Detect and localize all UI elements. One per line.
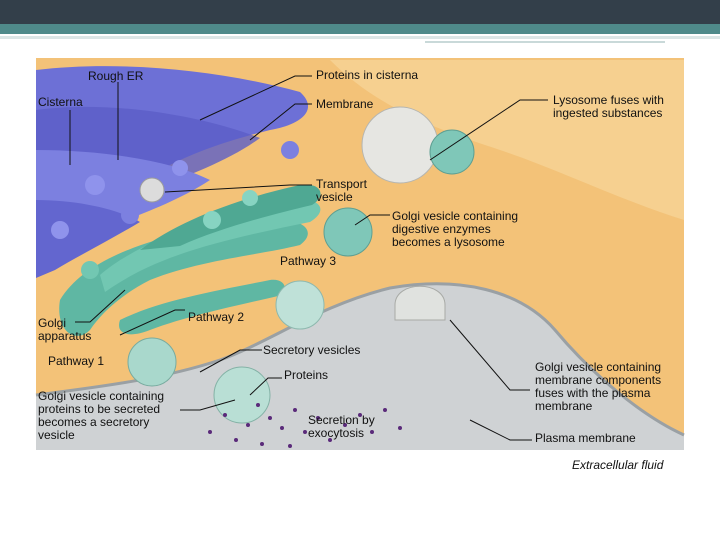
cytoplasm-highlight: [330, 60, 684, 220]
label-secretion-by-exocytosis: Secretion by exocytosis: [308, 413, 375, 440]
pathway-2-vesicles: [275, 280, 446, 330]
label-membrane: Membrane: [316, 97, 374, 111]
label-cisterna: Cisterna: [38, 95, 83, 109]
secretion-particles: [208, 403, 402, 448]
label-secretory-vesicles: Secretory vesicles: [263, 343, 361, 357]
slide-divider-line: [0, 36, 720, 39]
label-proteins: Proteins: [284, 368, 329, 382]
leader-lines: [69, 75, 548, 441]
label-rough-er: Rough ER: [88, 69, 144, 83]
transport-vesicle: [139, 177, 165, 203]
label-lysosome-fuses: Lysosome fuses with ingested substances: [553, 93, 664, 120]
label-pathway-1: Pathway 1: [48, 354, 105, 368]
label-pathway-2: Pathway 2: [188, 310, 245, 324]
rough-er: [36, 66, 309, 278]
slide-divider-line-short: [425, 41, 665, 43]
label-proteins-in-cisterna: Proteins in cisterna: [316, 68, 419, 82]
secretory-vesicles: [127, 337, 271, 424]
lysosome-vesicle: [323, 207, 373, 257]
label-golgi-vesicle-secreted: Golgi vesicle containing proteins to be …: [38, 389, 165, 442]
lysosome-vesicle-top: [361, 106, 475, 184]
label-plasma-membrane: Plasma membrane: [535, 431, 636, 445]
golgi-apparatus: [59, 184, 321, 336]
label-transport-vesicle: Transport vesicle: [316, 177, 367, 204]
slide-top-bar: [0, 0, 720, 24]
label-golgi-apparatus: Golgi apparatus: [38, 316, 92, 343]
label-extracellular-fluid: Extracellular fluid: [572, 458, 664, 472]
slide-accent-bar: [0, 24, 720, 34]
label-golgi-vesicle-enzymes: Golgi vesicle containing digestive enzym…: [392, 209, 519, 249]
label-pathway-3: Pathway 3: [280, 254, 337, 268]
label-golgi-vesicle-membrane: Golgi vesicle containing membrane compon…: [535, 360, 662, 413]
plasma-membrane-band: [36, 283, 684, 450]
